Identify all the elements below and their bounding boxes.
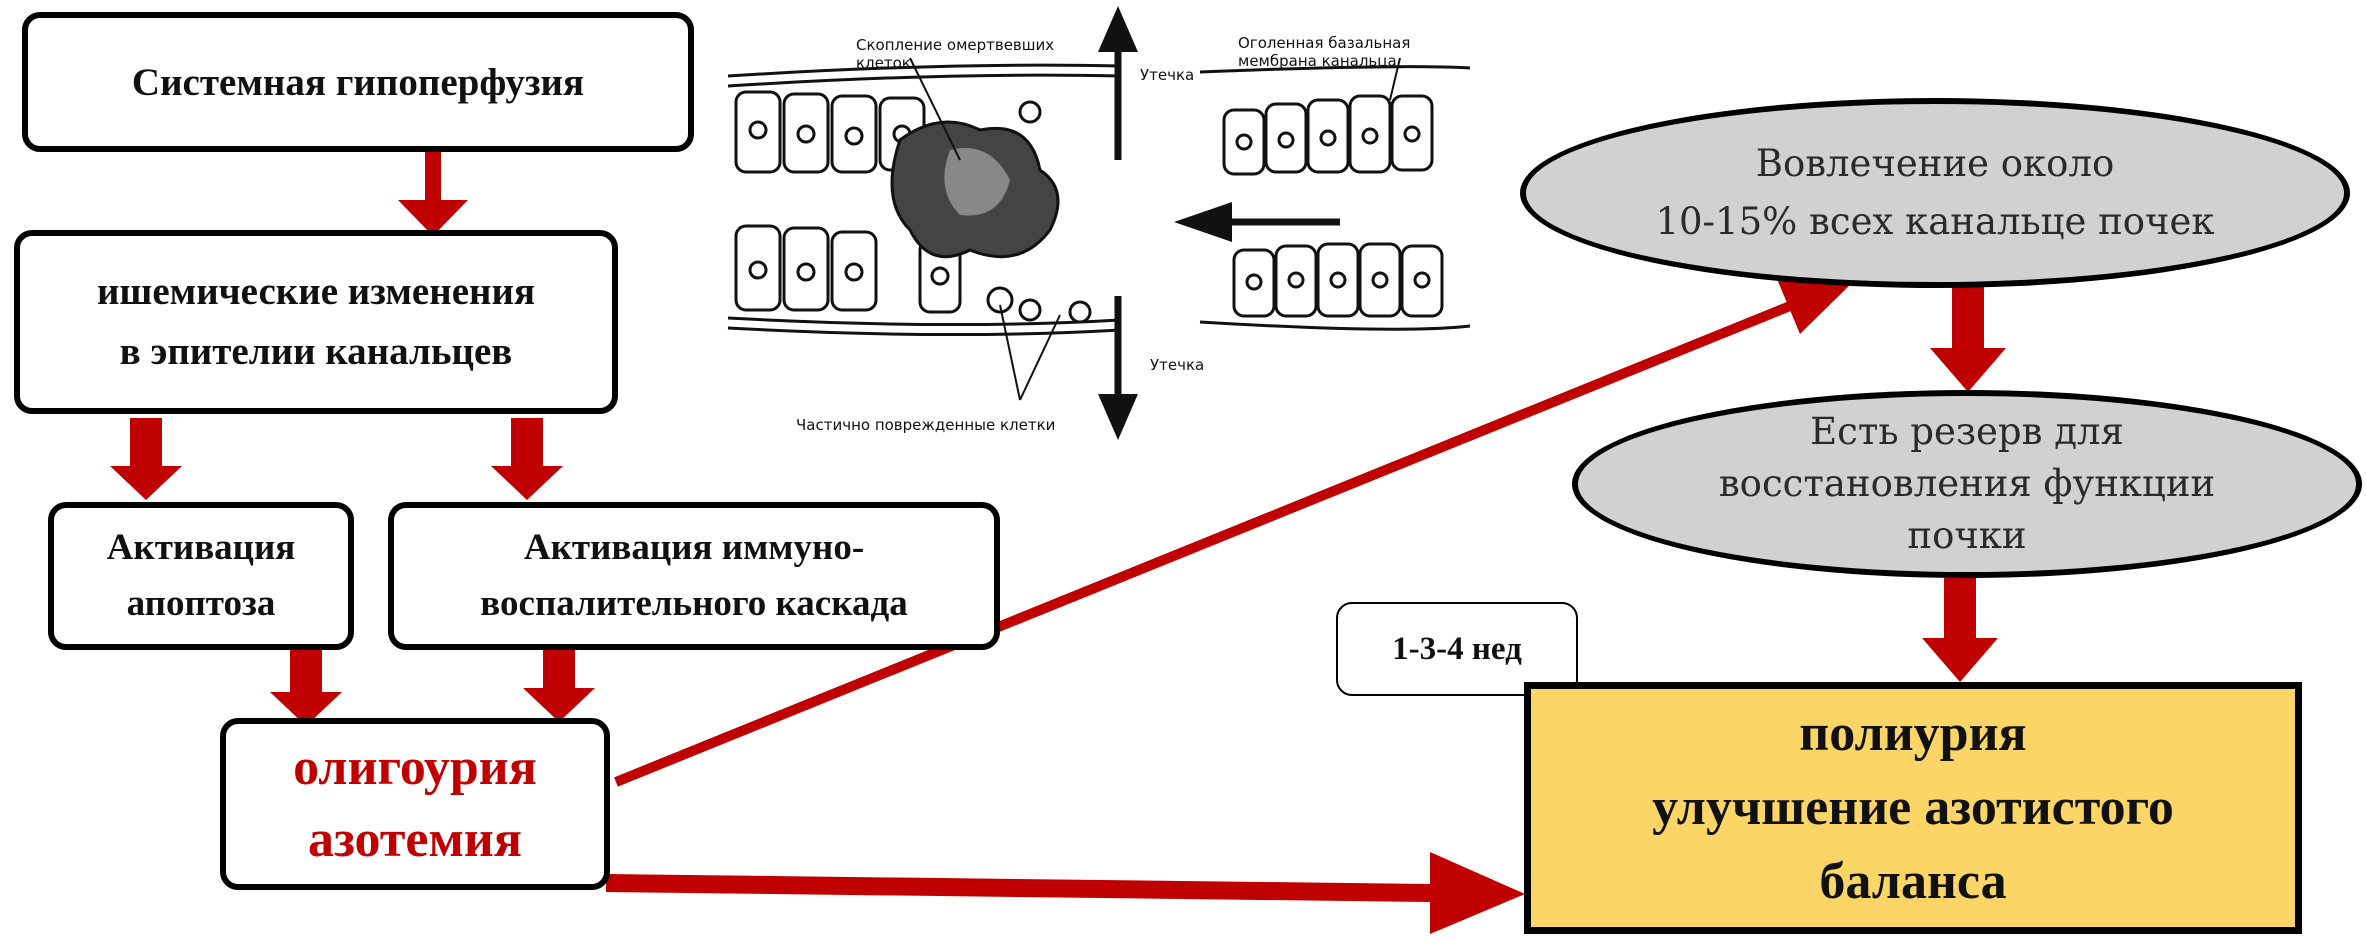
arrow-immune-to-oliguria	[523, 640, 595, 722]
arrow-oliguria-to-involvement-head	[1777, 279, 1855, 334]
arrow-hypo-to-ischemic	[398, 148, 468, 236]
tubule-illustration	[727, 6, 1471, 440]
arrow-apoptosis-to-oliguria	[270, 646, 342, 726]
immune-box: Активация иммуно- воспалительного каскад…	[388, 502, 1000, 650]
oliguria-box: олигоурия азотемия	[220, 718, 610, 890]
reserve-ellipse: Есть резерв для восстановления функции п…	[1572, 390, 2362, 578]
membrane-label: Оголенная базальная мембрана канальца	[1238, 34, 1411, 70]
ischemic-box: ишемические изменения в эпителии канальц…	[14, 230, 618, 414]
leak-arrows	[1098, 6, 1340, 440]
time-text: 1-3-4 нед	[1392, 630, 1522, 667]
tubule-right-top-wall	[1199, 65, 1471, 74]
polyuria-box: полиурия улучшение азотистого баланса	[1524, 682, 2302, 934]
tubule-bottom-wall-inner	[727, 326, 1121, 337]
arrow-reserve-to-polyuria	[1922, 578, 1998, 682]
arrow-ischemic-to-immune	[491, 418, 563, 500]
arrow-involvement-to-reserve	[1930, 286, 2006, 392]
oliguria-text: олигоурия азотемия	[293, 739, 537, 868]
involvement-text: Вовлечение около 10-15% всех канальце по…	[1655, 142, 2215, 243]
tubule-right-bottom-wall	[1199, 320, 1471, 331]
tubule-bottom-wall	[727, 316, 1121, 327]
hypoperfusion-text: Системная гипоперфузия	[131, 60, 585, 104]
polyuria-text: полиурия улучшение азотистого баланса	[1652, 705, 2174, 910]
tubule-top-wall-inner	[727, 73, 1121, 88]
reserve-text: Есть резерв для восстановления функции п…	[1718, 410, 2216, 557]
arrow-oliguria-to-involvement-line	[614, 301, 1792, 787]
dead-cells-label: Скопление омертвевших клеток	[856, 36, 1055, 72]
ischemic-text: ишемические изменения в эпителии канальц…	[96, 270, 536, 373]
arrow-oliguria-to-polyuria	[606, 852, 1525, 934]
tubule-top-wall	[727, 63, 1121, 78]
apoptosis-text: Активация апоптоза	[106, 527, 296, 624]
immune-text: Активация иммуно- воспалительного каскад…	[480, 527, 908, 624]
leak-top-label: Утечка	[1140, 66, 1195, 84]
leak-bottom-label: Утечка	[1150, 356, 1205, 374]
involvement-ellipse: Вовлечение около 10-15% всех канальце по…	[1520, 98, 2350, 288]
damaged-cells-label: Частично поврежденные клетки	[796, 416, 1056, 434]
apoptosis-box: Активация апоптоза	[48, 502, 354, 650]
hypoperfusion-box: Системная гипоперфузия	[22, 12, 694, 152]
arrow-ischemic-to-apoptosis	[110, 418, 182, 500]
dead-cell-cluster	[890, 100, 1092, 324]
time-box: 1-3-4 нед	[1336, 602, 1578, 696]
